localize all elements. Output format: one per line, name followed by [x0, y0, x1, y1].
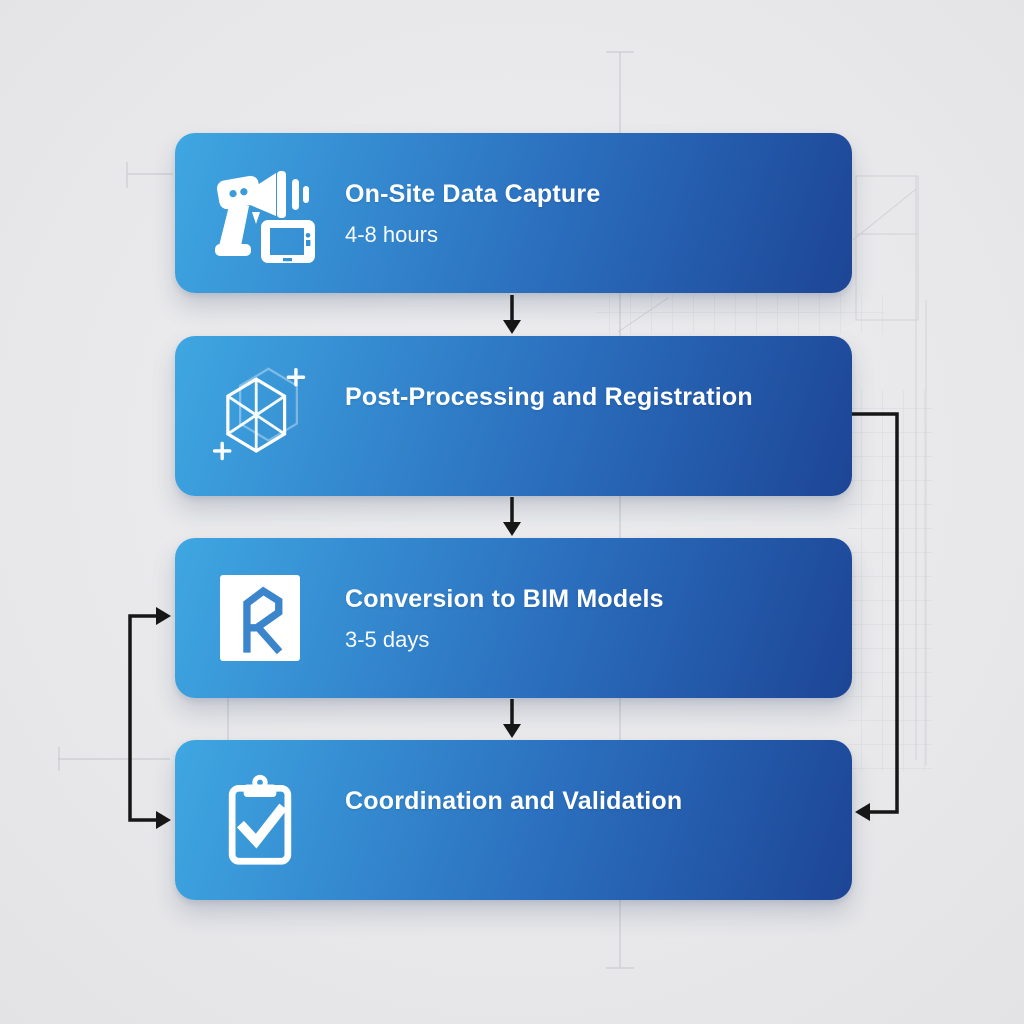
- arrowhead-right-into-step-3: [156, 607, 171, 625]
- arrowhead-right-into-step-4: [156, 811, 171, 829]
- step-card-on-site-data-capture: On-Site Data Capture 4-8 hours: [175, 133, 852, 293]
- handheld-3d-scanner-icon: [215, 171, 315, 263]
- step-text: Coordination and Validation: [345, 740, 852, 900]
- step-icon-column: [175, 336, 345, 496]
- blueprint-left-upper-tick: [126, 162, 173, 188]
- step-text: On-Site Data Capture 4-8 hours: [345, 133, 852, 293]
- bim-software-logo-icon: [243, 586, 283, 654]
- arrowhead-left-into-step-4: [855, 803, 870, 821]
- step-card-conversion-to-bim: Conversion to BIM Models 3-5 days: [175, 538, 852, 698]
- step-icon-column: [175, 740, 345, 900]
- blueprint-grid-right: [848, 390, 932, 772]
- clipboard-check-icon: [228, 774, 292, 865]
- step-title: Conversion to BIM Models: [345, 585, 664, 613]
- step-icon-column: [175, 133, 345, 293]
- blueprint-left-lower-tick: [58, 747, 170, 771]
- step-icon-column: [175, 538, 345, 698]
- step-text: Conversion to BIM Models 3-5 days: [345, 538, 852, 698]
- plus-mark-bottom-left: [212, 441, 232, 461]
- feedback-line-right: [852, 412, 899, 814]
- step-card-post-processing-registration: Post-Processing and Registration: [175, 336, 852, 496]
- step-card-coordination-validation: Coordination and Validation: [175, 740, 852, 900]
- plus-mark-top-right: [286, 367, 306, 387]
- point-cloud-cube-icon: [212, 367, 306, 461]
- step-title: Post-Processing and Registration: [345, 383, 753, 411]
- feedback-bracket-left: [128, 614, 160, 822]
- step-text: Post-Processing and Registration: [345, 336, 852, 496]
- arrowhead-down-3: [503, 724, 521, 738]
- logo-tile: [220, 575, 300, 661]
- step-duration: 3-5 days: [345, 627, 430, 652]
- arrowhead-down-1: [503, 320, 521, 334]
- step-duration: 4-8 hours: [345, 222, 438, 247]
- arrowhead-down-2: [503, 522, 521, 536]
- step-title: On-Site Data Capture: [345, 180, 601, 208]
- blueprint-grid-middle: [595, 294, 885, 334]
- step-title: Coordination and Validation: [345, 787, 683, 815]
